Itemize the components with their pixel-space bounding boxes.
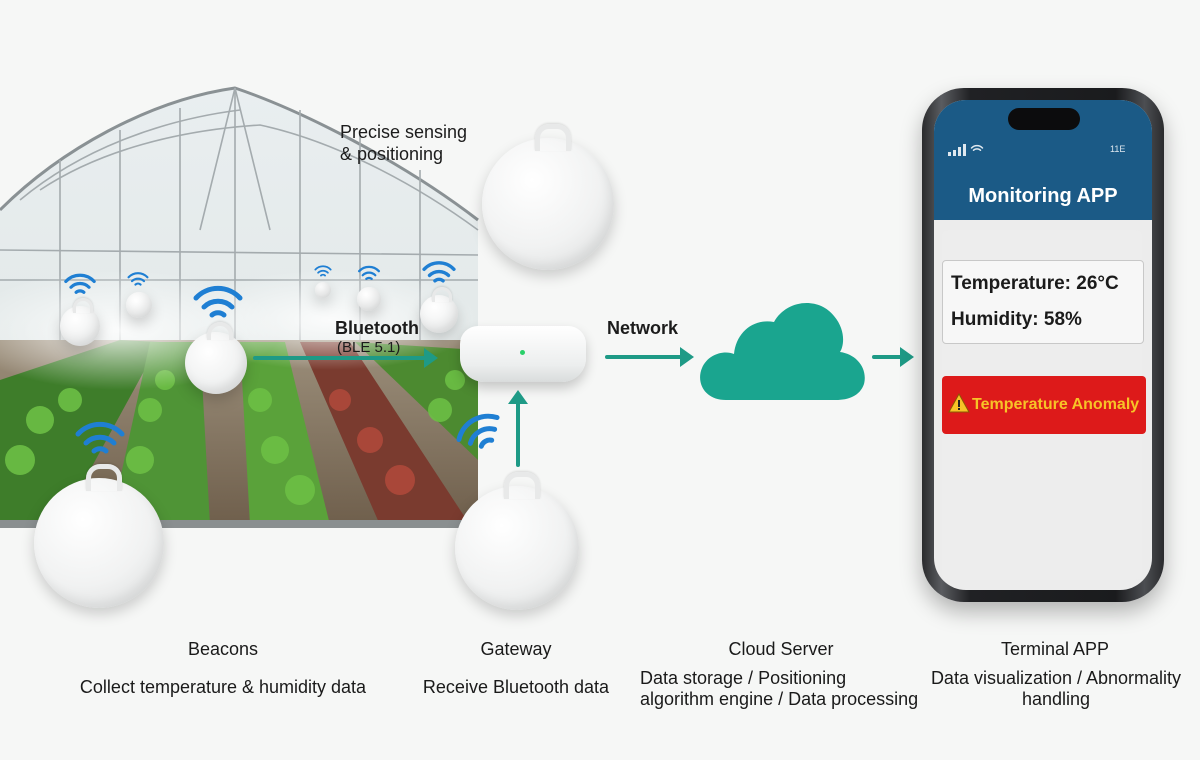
humidity-reading: Humidity: 58% bbox=[951, 309, 1082, 331]
warning-icon bbox=[948, 393, 970, 413]
temperature-reading: Temperature: 26°C bbox=[951, 273, 1119, 295]
cloud-icon bbox=[696, 296, 868, 404]
wifi-status-icon bbox=[970, 143, 984, 155]
alert-text: Temperature Anomaly bbox=[972, 396, 1139, 414]
phone-device: 11E Monitoring APP Temperature: 26°C Hum… bbox=[922, 88, 1164, 602]
caption-cloud-title: Cloud Server bbox=[681, 639, 881, 660]
caption-beacons-desc: Collect temperature & humidity data bbox=[63, 677, 383, 698]
anomaly-alert[interactable]: Temperature Anomaly bbox=[942, 376, 1146, 434]
phone-screen: 11E Monitoring APP Temperature: 26°C Hum… bbox=[934, 100, 1152, 590]
phone-notch bbox=[1008, 108, 1080, 130]
status-text: 11E bbox=[1110, 144, 1125, 154]
caption-app-title: Terminal APP bbox=[955, 639, 1155, 660]
caption-app-desc: Data visualization / Abnormality handlin… bbox=[928, 668, 1184, 710]
app-title: Monitoring APP bbox=[934, 185, 1152, 208]
readings-panel: Temperature: 26°C Humidity: 58% bbox=[942, 260, 1144, 344]
caption-cloud-desc: Data storage / Positioning algorithm eng… bbox=[640, 668, 922, 710]
signal-icon bbox=[948, 144, 968, 156]
caption-gateway-desc: Receive Bluetooth data bbox=[406, 677, 626, 698]
caption-gateway-title: Gateway bbox=[416, 639, 616, 660]
caption-beacons-title: Beacons bbox=[123, 639, 323, 660]
